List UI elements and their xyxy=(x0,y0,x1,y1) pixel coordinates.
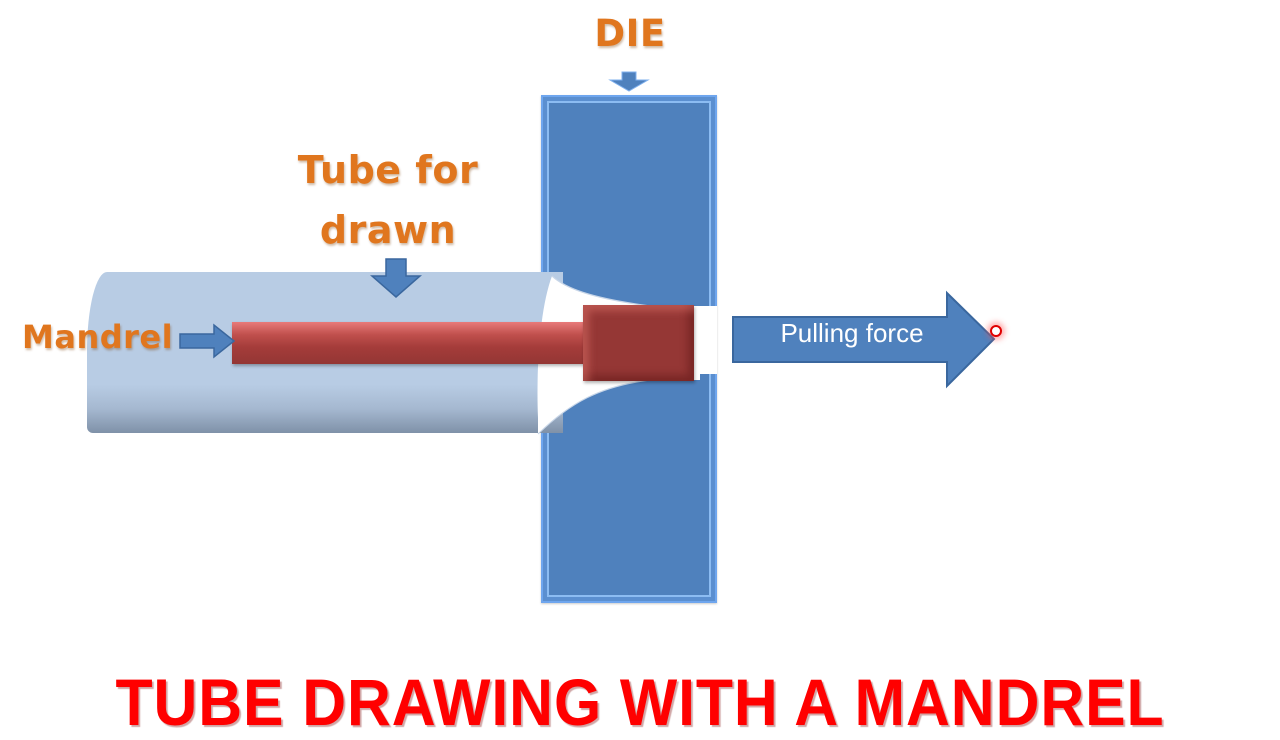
tube-label: Tube for drawn xyxy=(278,140,498,260)
mandrel-head xyxy=(583,305,694,381)
mandrel-rod xyxy=(232,322,602,364)
pulling-force-label: Pulling force xyxy=(780,318,924,348)
mandrel-pointer-arrow-icon xyxy=(179,323,236,359)
pulling-force-arrow-icon xyxy=(732,290,996,389)
die-label: DIE xyxy=(594,12,666,55)
tube-label-line1: Tube for xyxy=(297,148,479,192)
cursor-pointer-indicator xyxy=(990,325,1002,337)
die-exit-gap xyxy=(694,306,717,374)
tube-pointer-arrow-icon xyxy=(370,258,422,298)
slide-title: TUBE DRAWING WITH A MANDREL xyxy=(115,665,1165,739)
tube-label-line2: drawn xyxy=(319,208,457,252)
die-pointer-arrow-icon xyxy=(608,71,650,92)
mandrel-label: Mandrel xyxy=(22,318,174,356)
